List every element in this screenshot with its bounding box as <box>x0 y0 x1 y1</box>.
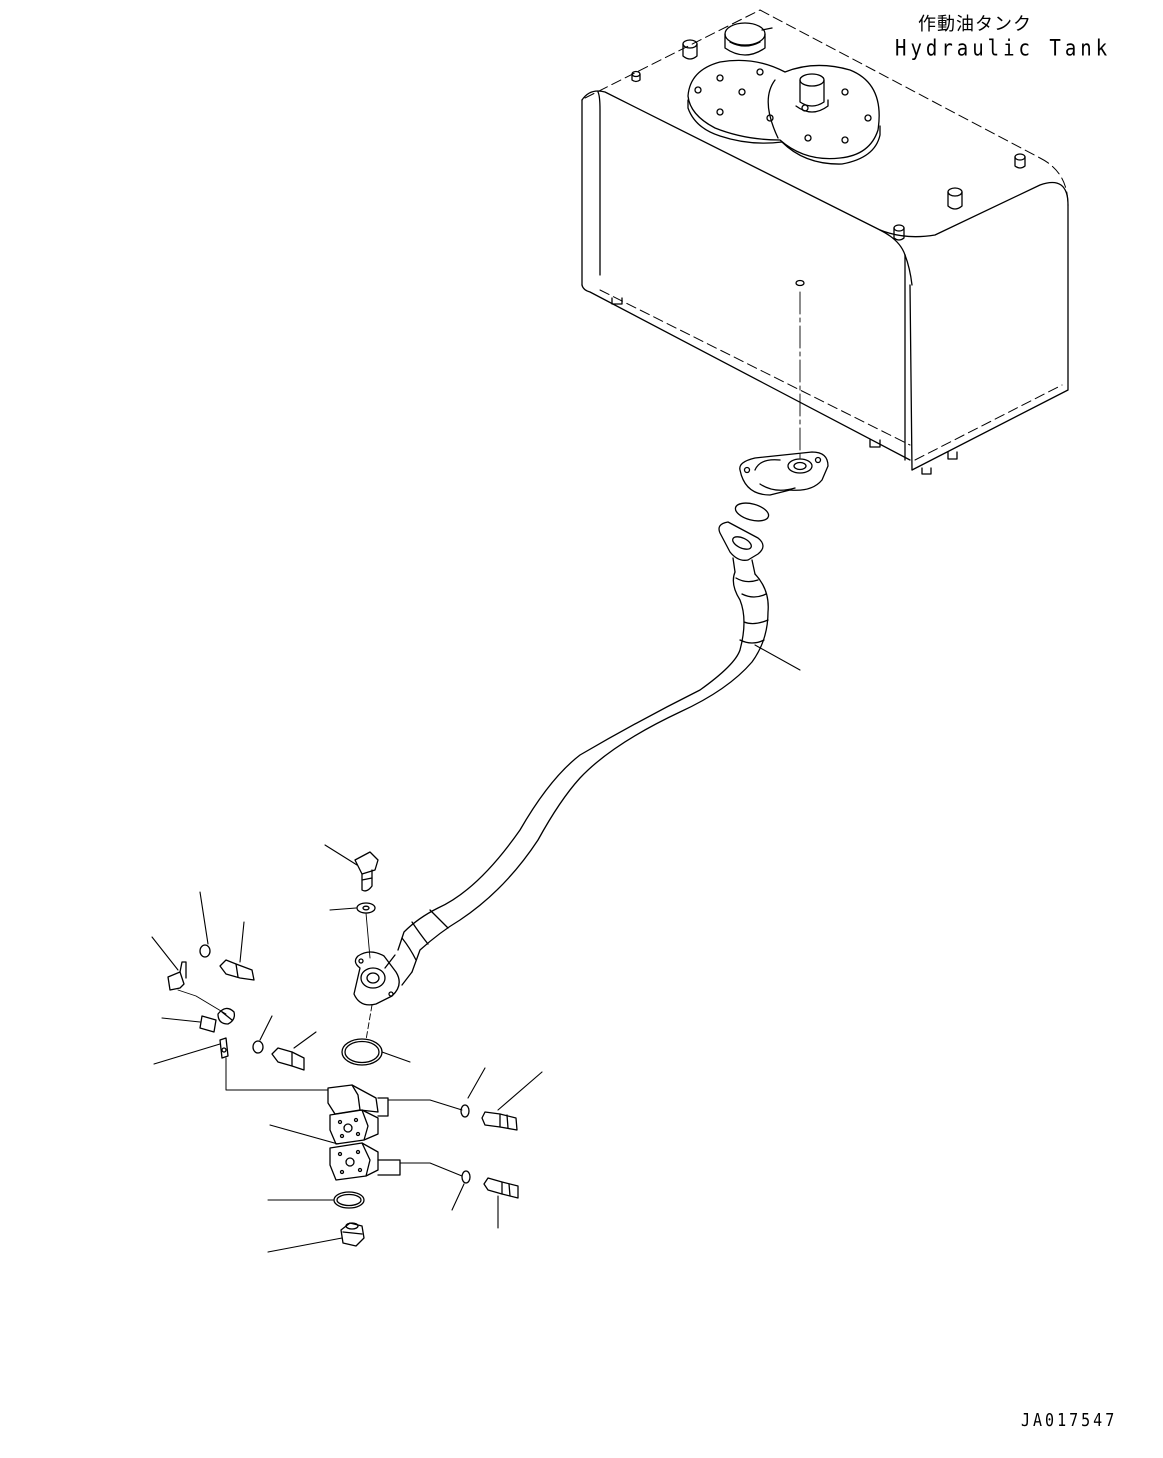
hydraulic-tank <box>582 10 1068 474</box>
tank-label-english: Hydraulic Tank <box>895 36 1112 62</box>
drain-plug <box>268 1223 364 1252</box>
drawing-id: JA017547 <box>1021 1409 1118 1431</box>
valve-bolt-upper <box>461 1068 542 1130</box>
valve-bolt-lower <box>452 1171 518 1228</box>
tank-label-japanese: 作動油タンク <box>918 14 1032 35</box>
tank-outlet-elbow <box>740 452 828 495</box>
suction-hose <box>354 522 800 1005</box>
valve-assembly <box>226 1058 462 1180</box>
lower-o-ring <box>268 1192 364 1208</box>
flange-bolt <box>325 845 378 891</box>
middle-o-ring <box>342 1005 410 1065</box>
upper-o-ring <box>734 500 771 524</box>
flange-washer <box>330 903 375 958</box>
sensor-cluster <box>152 892 316 1070</box>
